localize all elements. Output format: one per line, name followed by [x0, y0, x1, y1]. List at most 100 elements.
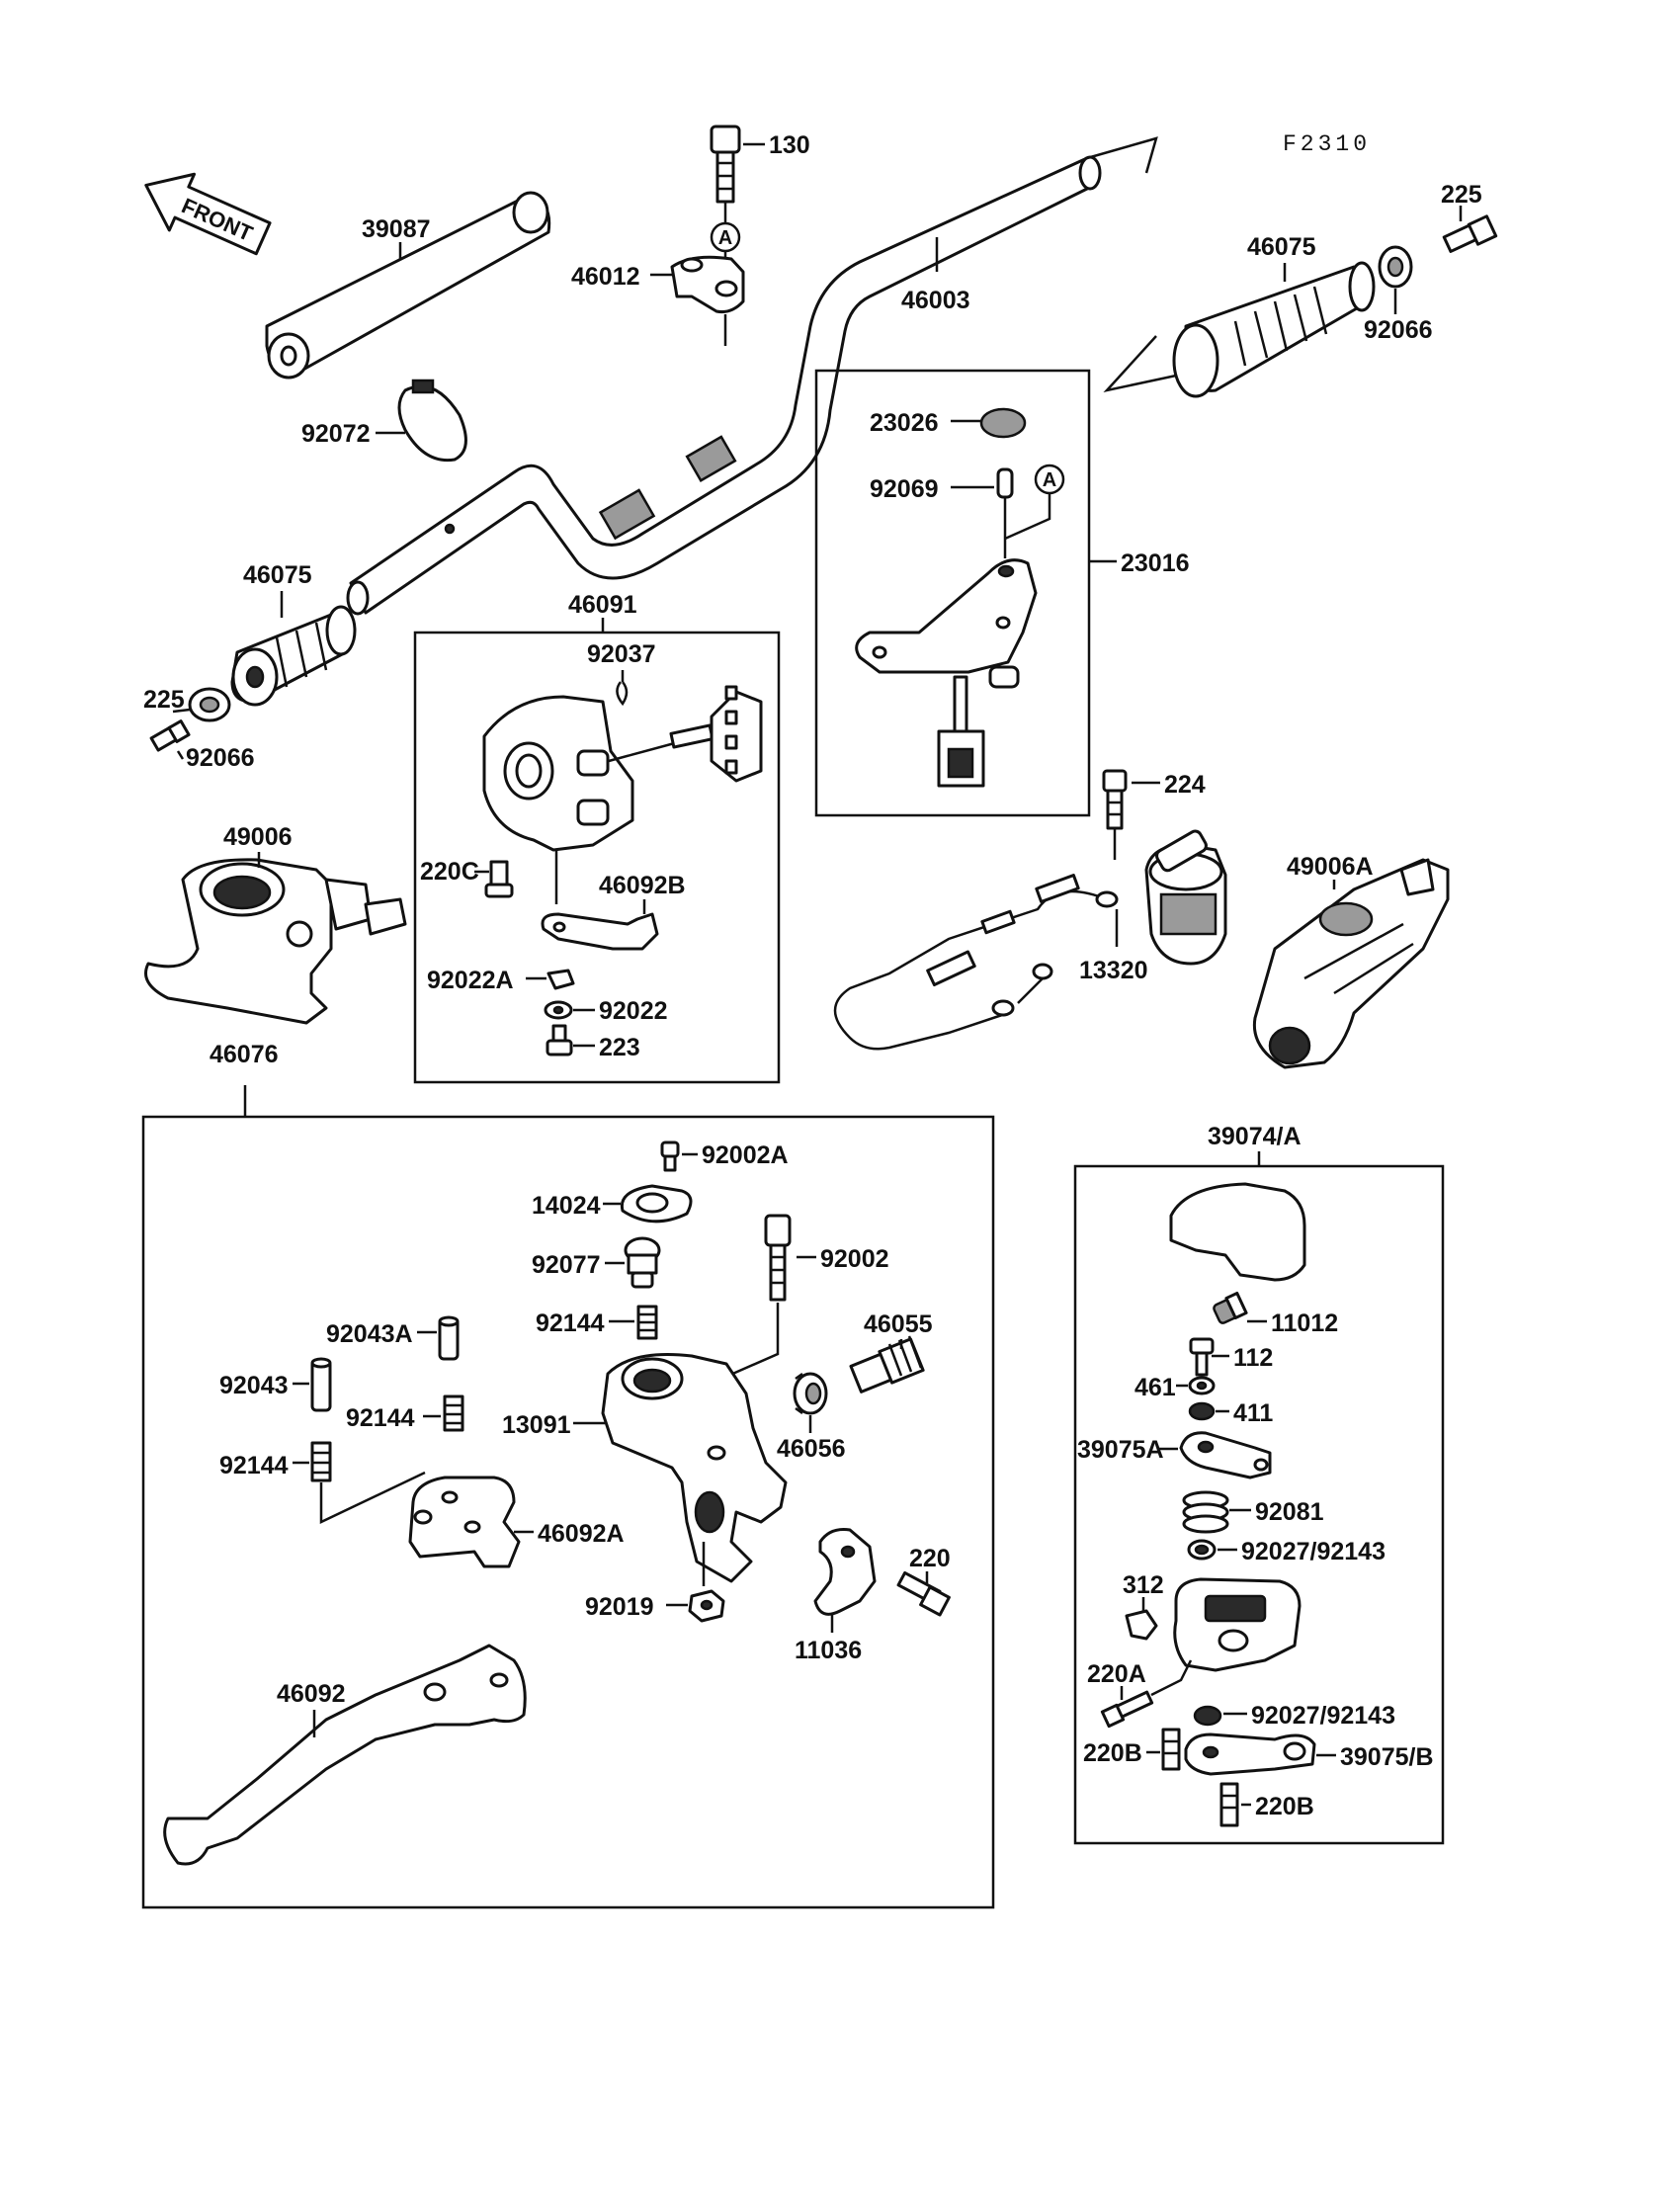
label-49006A: 49006A: [1287, 853, 1374, 881]
pin-92043A: [438, 1315, 460, 1361]
screw-112: [1189, 1337, 1215, 1377]
label-46003: 46003: [901, 287, 970, 314]
label-92144-c: 92144: [219, 1452, 289, 1479]
label-92002A: 92002A: [702, 1141, 789, 1169]
bulb-92069: [996, 467, 1014, 558]
washer-461: [1188, 1376, 1216, 1395]
bolt-92002: [764, 1214, 792, 1302]
label-220B-a: 220B: [1083, 1739, 1142, 1767]
spring-92144-a: [636, 1305, 658, 1340]
label-46092: 46092: [277, 1680, 346, 1708]
handlebar-46003: [346, 155, 1102, 616]
spring-92144-c: [310, 1441, 332, 1482]
bracket-46092B: [541, 912, 659, 951]
label-225-top: 225: [1441, 181, 1482, 209]
cap-23026: [979, 407, 1027, 439]
cover-49006: [144, 858, 407, 1025]
label-14024: 14024: [532, 1192, 601, 1220]
screw-220A: [1100, 1690, 1154, 1729]
label-46075-top: 46075: [1247, 233, 1316, 261]
pin-92043: [310, 1357, 332, 1412]
box-46076: [141, 1115, 995, 1909]
screw-220C: [484, 860, 514, 898]
label-92043A: 92043A: [326, 1320, 413, 1348]
label-92066-top: 92066: [1364, 316, 1433, 344]
label-312: 312: [1123, 1571, 1164, 1599]
ref-mark-a-right: [1034, 464, 1065, 495]
washer-411: [1188, 1401, 1216, 1421]
plate-92022A: [546, 969, 575, 990]
label-92022A: 92022A: [427, 967, 514, 994]
label-220C: 220C: [420, 858, 479, 886]
label-92043: 92043: [219, 1372, 289, 1399]
nut-92019: [688, 1589, 725, 1623]
label-11036: 11036: [795, 1637, 862, 1664]
pivot-46092A: [408, 1476, 521, 1568]
screw-220B-b: [1219, 1782, 1239, 1827]
band-92072: [397, 379, 467, 463]
label-220A: 220A: [1087, 1660, 1146, 1688]
clamp-46012: [670, 255, 745, 313]
label-39087: 39087: [362, 215, 431, 243]
box-23016: [814, 369, 1091, 817]
spring-92144-b: [443, 1394, 464, 1432]
label-411: 411: [1233, 1399, 1273, 1427]
screw-92002A: [660, 1141, 680, 1172]
screw-223: [546, 1024, 573, 1056]
label-220B-b: 220B: [1255, 1793, 1314, 1820]
label-92144-a: 92144: [536, 1310, 605, 1337]
label-223: 223: [599, 1034, 640, 1061]
screw-11012: [1213, 1291, 1248, 1324]
label-220: 220: [909, 1545, 951, 1572]
locknut-46056: [793, 1372, 828, 1415]
label-92066-left: 92066: [186, 744, 255, 772]
diagram-code: F2310: [1283, 131, 1371, 157]
grip-46075-left: [230, 605, 357, 707]
switch-housing-46091: [482, 695, 714, 852]
label-224: 224: [1164, 771, 1206, 799]
label-46092B: 46092B: [599, 872, 686, 899]
nut-312: [1125, 1609, 1158, 1641]
label-92027-b: 92027/92143: [1251, 1702, 1395, 1730]
ref-mark-a-top: [710, 221, 741, 253]
label-13091: 13091: [502, 1411, 571, 1439]
screw-220B-a: [1161, 1728, 1181, 1771]
weight-92066-left: [188, 687, 231, 722]
label-112: 112: [1233, 1344, 1273, 1372]
label-46076: 46076: [210, 1041, 279, 1068]
lever-holder-13091: [601, 1352, 788, 1583]
adjuster-46055: [849, 1335, 925, 1394]
label-49006: 49006: [223, 823, 293, 851]
arm-39075B: [1184, 1732, 1316, 1776]
label-92072: 92072: [301, 420, 371, 448]
label-92027-a: 92027/92143: [1241, 1538, 1386, 1565]
seal-92027-b: [1193, 1705, 1222, 1727]
label-39075A: 39075A: [1077, 1436, 1164, 1464]
label-46092A: 46092A: [538, 1520, 625, 1548]
label-39075B: 39075/B: [1340, 1743, 1434, 1771]
label-92069: 92069: [870, 475, 939, 503]
label-461: 461: [1134, 1374, 1176, 1401]
label-92081: 92081: [1255, 1498, 1324, 1526]
connector-46091: [710, 685, 763, 783]
spring-92081: [1182, 1490, 1229, 1534]
label-46012: 46012: [571, 263, 640, 291]
label-39074A: 39074/A: [1208, 1123, 1302, 1150]
label-23026: 23026: [870, 409, 939, 437]
label-11012: 11012: [1271, 1310, 1338, 1337]
label-92019: 92019: [585, 1593, 654, 1621]
gasket-14024: [620, 1184, 693, 1224]
seal-92027-a: [1187, 1539, 1217, 1561]
pin-92037: [616, 681, 629, 707]
label-46056: 46056: [777, 1435, 846, 1463]
clamp-11036: [813, 1528, 877, 1616]
bracket-23016: [855, 558, 1038, 788]
box-46091: [413, 631, 781, 1084]
housing-39074: [1173, 1577, 1302, 1672]
bolt-130: [710, 125, 741, 204]
label-130: 130: [769, 131, 810, 159]
washer-92022: [544, 1000, 573, 1020]
ref-mark-a-right-text: A: [1043, 469, 1056, 491]
bolt-225-left: [149, 719, 191, 752]
label-46075-left: 46075: [243, 561, 312, 589]
